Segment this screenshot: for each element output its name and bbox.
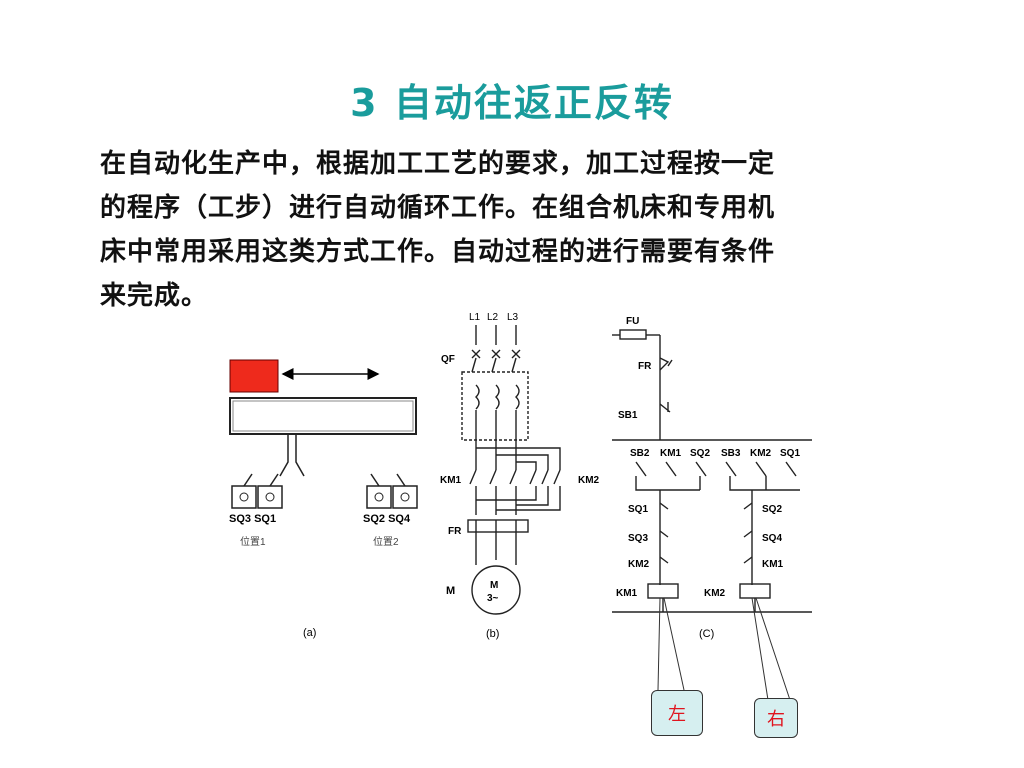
sb1-label: SB1 — [618, 410, 638, 421]
callout-pointer-right — [751, 597, 791, 701]
paragraph-line: 在自动化生产中，根据加工工艺的要求，加工过程按一定 — [100, 149, 776, 179]
km1-coil — [647, 583, 679, 599]
right-column-label: SQ4 — [762, 533, 782, 544]
phase-l2: L2 — [487, 312, 499, 323]
left-column-label: SQ1 — [628, 504, 648, 515]
diagram-c-control-circuit: FU FR SB1 SB2 KM1 SQ2 SB3 KM2 SQ1 SQ1 SQ… — [612, 316, 812, 640]
left-column-label: SQ3 — [628, 533, 648, 544]
km2-label: KM2 — [578, 475, 600, 486]
diagram-a-worktable: SQ3 SQ1 位置1 SQ2 SQ4 位置2 (a) — [229, 359, 418, 639]
phase-l3: L3 — [507, 312, 519, 323]
right-column-label: KM2 — [704, 588, 726, 599]
km2-coil — [739, 583, 771, 599]
phase-l1: L1 — [469, 312, 481, 323]
sq3-sq1-label: SQ3 SQ1 — [229, 513, 276, 525]
motor-symbol-phase: 3~ — [487, 593, 499, 604]
left-column-label: KM2 — [628, 559, 650, 570]
paragraph-line: 来完成。 — [100, 281, 209, 311]
fr-contact-label: FR — [638, 361, 652, 372]
right-column-label: KM1 — [762, 559, 784, 570]
left-column-label: KM1 — [616, 588, 638, 599]
caption-a: (a) — [303, 627, 316, 639]
paragraph-line: 的程序（工步）进行自动循环工作。在组合机床和专用机 — [100, 193, 776, 223]
top-row-label: KM1 — [660, 448, 682, 459]
callout-pointer-left — [657, 597, 685, 691]
right-column-label: SQ2 — [762, 504, 782, 515]
description-paragraph: 在自动化生产中，根据加工工艺的要求，加工过程按一定 的程序（工步）进行自动循环工… — [100, 142, 960, 318]
limit-switches-left — [231, 473, 283, 509]
top-row-label: SQ2 — [690, 448, 710, 459]
motor-circle — [471, 565, 521, 615]
carriage-block — [229, 359, 279, 393]
sq2-sq4-label: SQ2 SQ4 — [363, 513, 411, 525]
slide-title: 3 自动往返正反转 — [350, 81, 674, 125]
top-row-label: SQ1 — [780, 448, 800, 459]
worktable-bed — [229, 397, 417, 435]
position-1-label: 位置1 — [240, 535, 266, 548]
striker — [279, 434, 305, 477]
callout-left: 左 — [651, 690, 703, 736]
limit-switches-right — [366, 473, 418, 509]
paragraph-line: 床中常用采用这类方式工作。自动过程的进行需要有条件 — [100, 237, 776, 267]
top-row-label: KM2 — [750, 448, 772, 459]
top-row-label: SB3 — [721, 448, 741, 459]
caption-b: (b) — [486, 628, 499, 640]
fu-label: FU — [626, 316, 639, 327]
fr-label: FR — [448, 526, 462, 537]
diagram-b-main-circuit: L1 L2 L3 QF KM1 KM2 FR M M 3~ (b) — [440, 312, 600, 640]
motor-symbol-m: M — [490, 580, 498, 591]
top-row-label: SB2 — [630, 448, 650, 459]
qf-label: QF — [441, 354, 455, 365]
km1-label: KM1 — [440, 475, 462, 486]
callout-right: 右 — [754, 698, 798, 738]
caption-c: (C) — [699, 628, 714, 640]
position-2-label: 位置2 — [373, 535, 399, 548]
motor-label: M — [446, 585, 455, 597]
